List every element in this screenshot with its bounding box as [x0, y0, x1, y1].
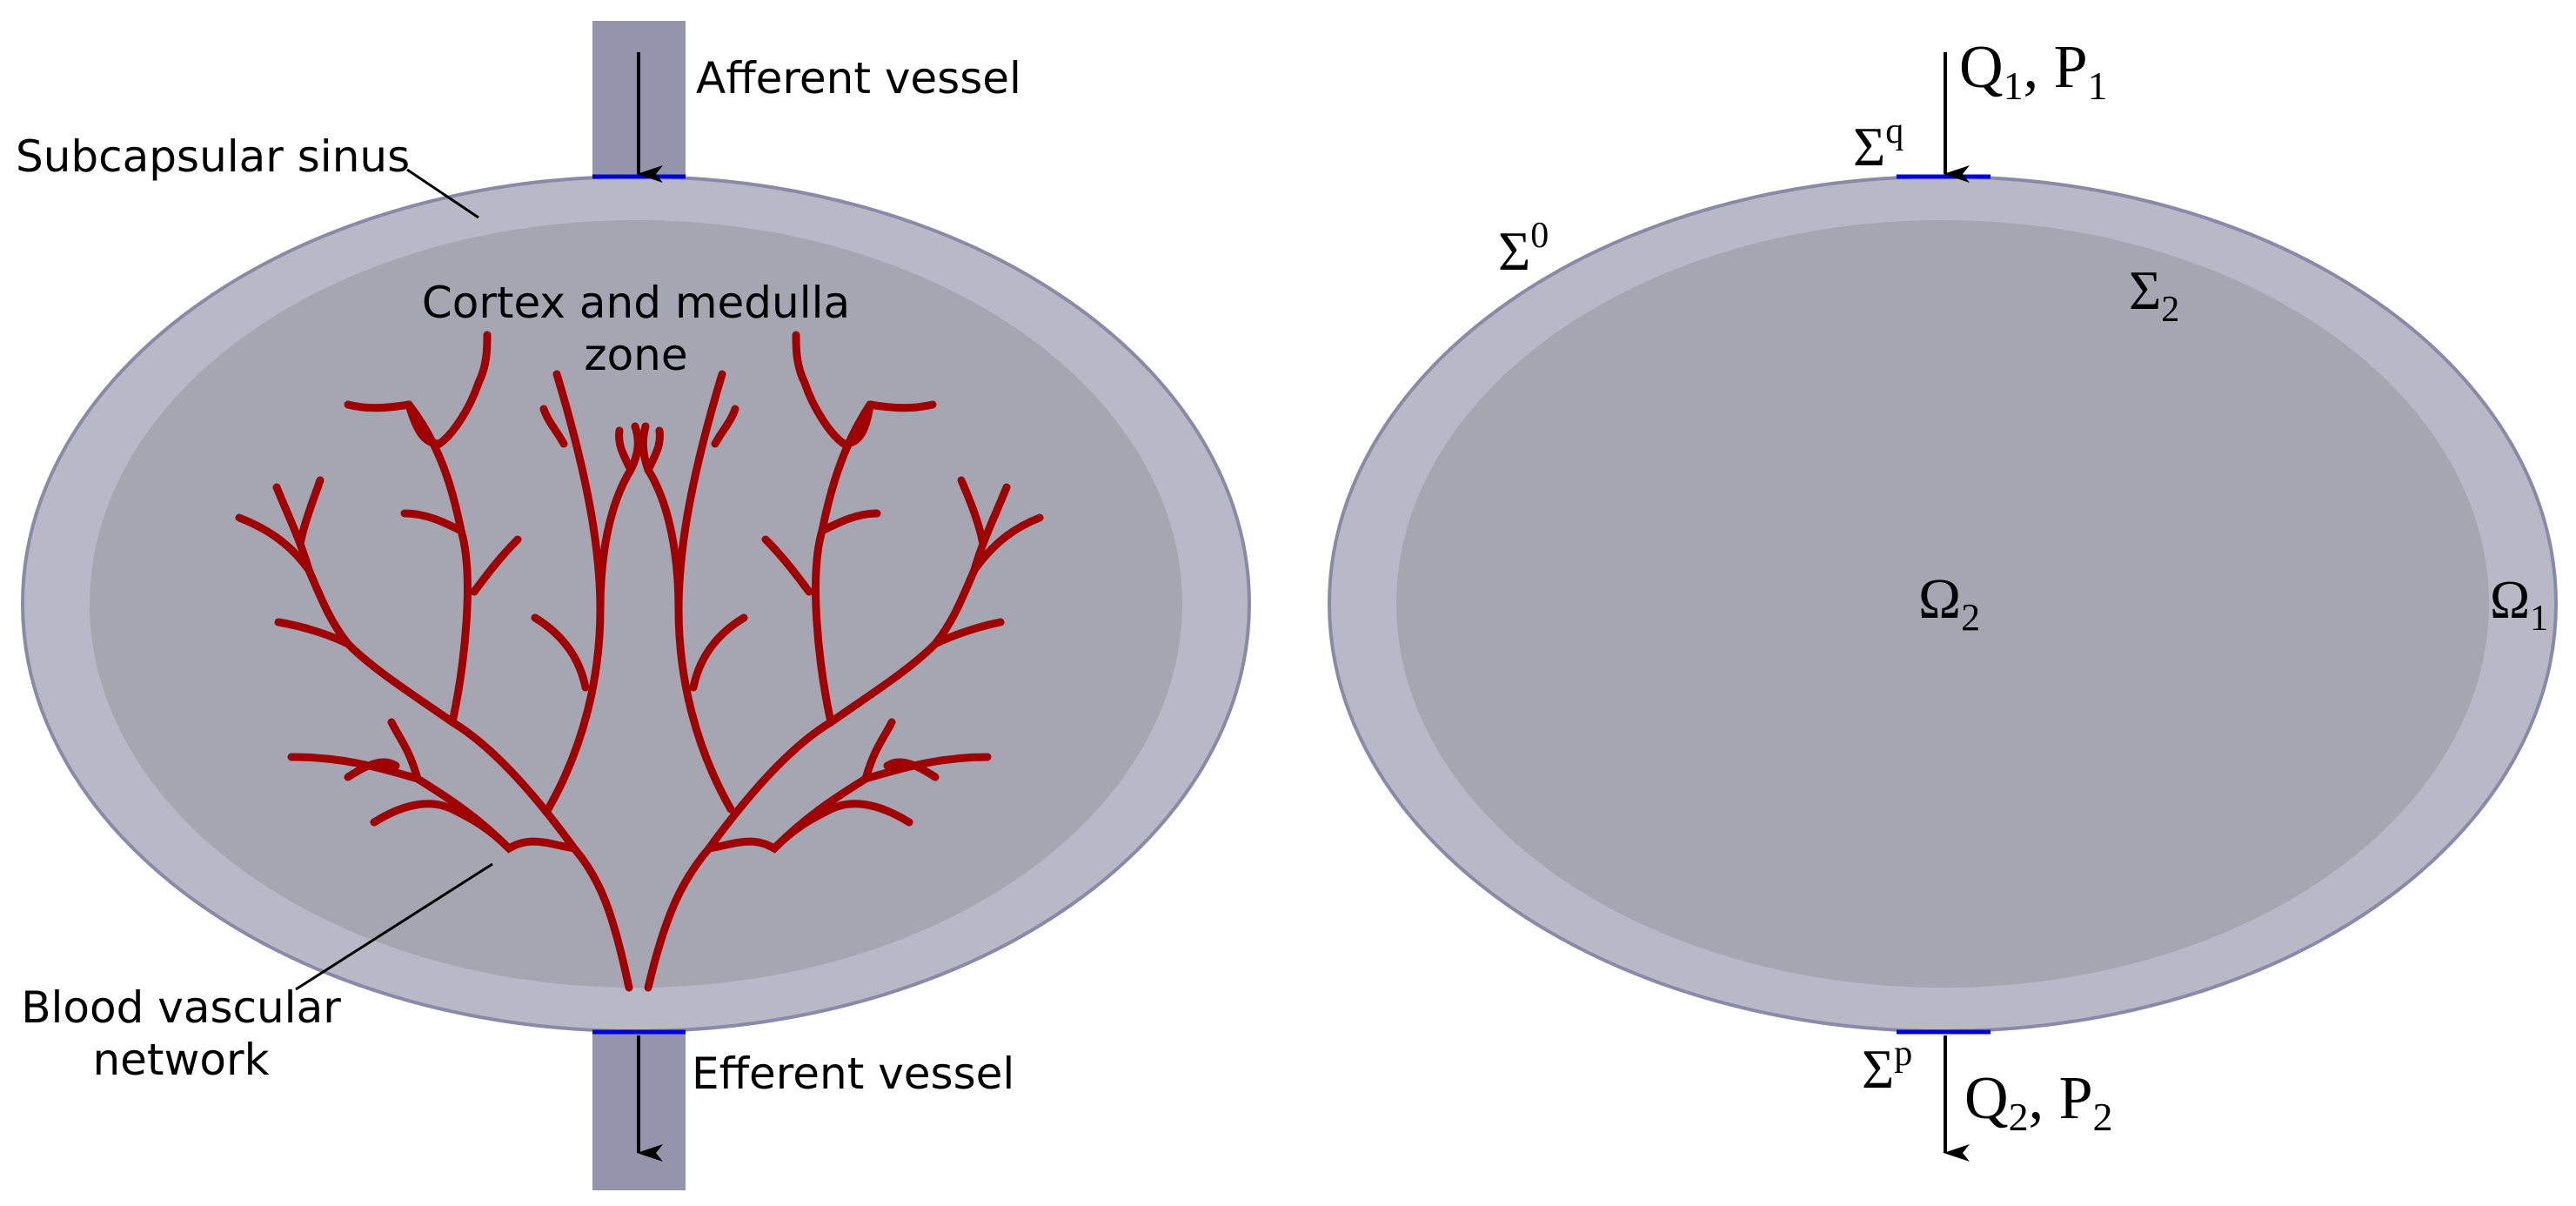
sinus-leader-line	[406, 168, 479, 219]
omega-2-base: Ω	[1918, 567, 1961, 631]
sigma-0-label: Σ0	[1498, 216, 1549, 282]
network-label-line1: Blood vascular	[21, 982, 341, 1033]
inflow-q-sub: 1	[2004, 64, 2024, 108]
omega-2-region	[1396, 220, 2489, 988]
sigma-2-base: Σ	[2129, 259, 2161, 321]
outflow-p-sub: 2	[2093, 1095, 2113, 1139]
inflow-label: Q1, P1	[1959, 34, 2108, 108]
cortex-medulla-zone	[90, 220, 1182, 988]
afferent-label: Afferent vessel	[696, 53, 1021, 104]
sigma-0-sup: 0	[1530, 216, 1549, 256]
omega-1-base: Ω	[2490, 571, 2530, 630]
sigma-q-base: Σ	[1853, 116, 1885, 178]
outflow-q-sub: 2	[2009, 1095, 2029, 1139]
inflow-q: Q	[1959, 34, 2004, 101]
outflow-sep: ,	[2029, 1065, 2059, 1132]
sigma-p-sup: p	[1894, 1034, 1912, 1074]
sigma-2-sub: 2	[2161, 290, 2179, 330]
inflow-sep: ,	[2024, 34, 2054, 101]
efferent-label: Efferent vessel	[692, 1049, 1014, 1099]
zone-label-line2: zone	[584, 330, 687, 380]
zone-label-line1: Cortex and medulla	[422, 278, 850, 328]
left-panel: Afferent vessel Efferent vessel Subcapsu…	[16, 21, 1251, 1190]
sigma-0-base: Σ	[1498, 220, 1530, 282]
outflow-p: P	[2059, 1065, 2093, 1132]
omega-1-label: Ω1	[2490, 571, 2548, 639]
sigma-p-base: Σ	[1862, 1038, 1894, 1100]
outflow-q: Q	[1964, 1065, 2009, 1132]
blood-vascular-network	[235, 331, 1044, 992]
omega-2-sub: 2	[1961, 596, 1980, 639]
outflow-label: Q2, P2	[1964, 1065, 2113, 1139]
sigma-q-label: Σq	[1853, 111, 1904, 178]
network-leader-line	[295, 862, 493, 991]
omega-2-label: Ω2	[1918, 567, 1980, 639]
sinus-label: Subcapsular sinus	[16, 131, 410, 182]
network-label-line2: network	[92, 1035, 269, 1085]
sigma-2-label: Σ2	[2129, 259, 2179, 330]
sigma-q-sup: q	[1885, 111, 1904, 151]
inflow-p: P	[2054, 34, 2088, 101]
omega-1-sub: 1	[2530, 599, 2548, 639]
inflow-p-sub: 1	[2088, 64, 2108, 108]
right-panel: Q1, P1 Q2, P2 Σq Σp Σ0 Σ2 Ω2 Ω1	[1328, 34, 2558, 1162]
sigma-p-label: Σp	[1862, 1034, 1912, 1100]
